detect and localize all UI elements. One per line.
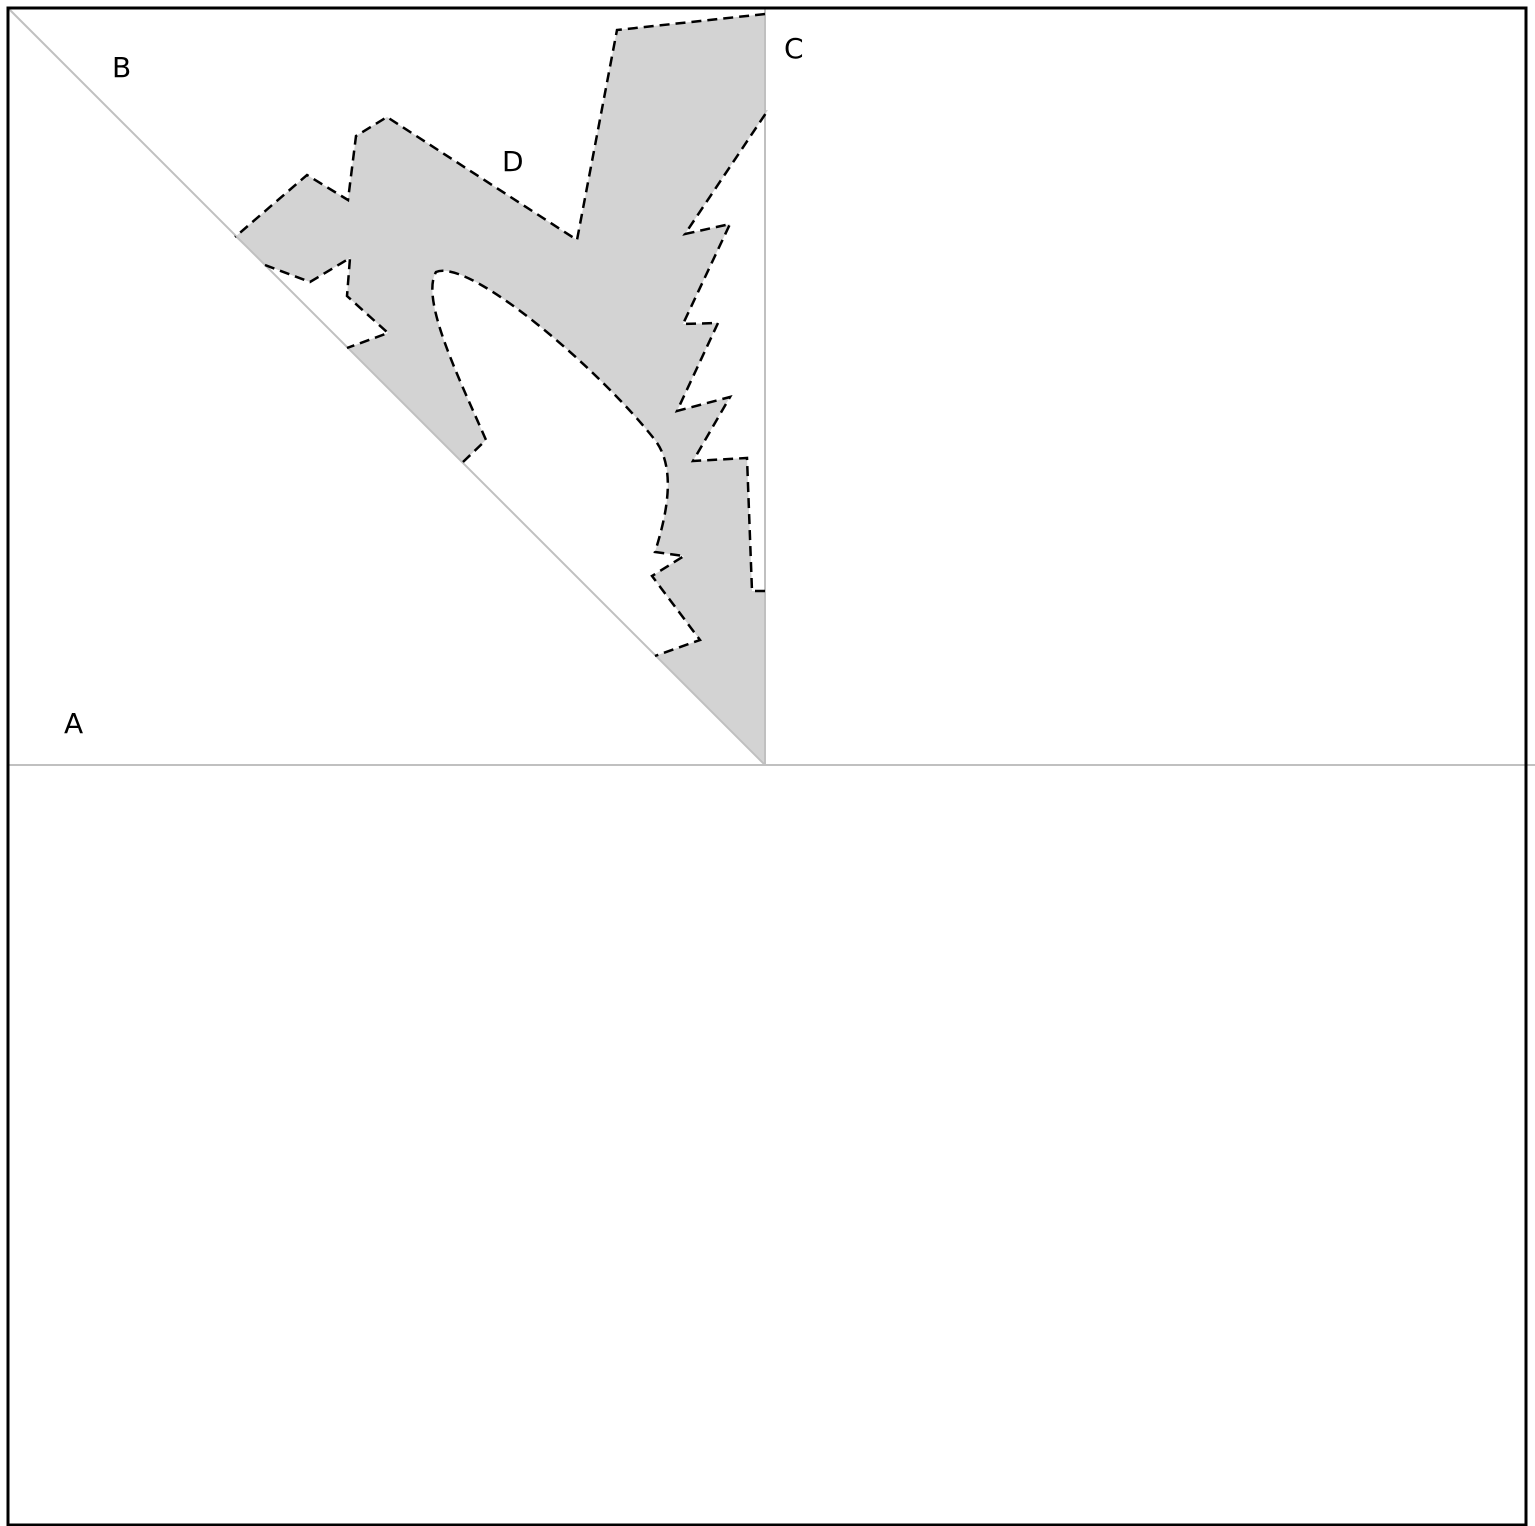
label-point-d: D [502, 145, 524, 178]
label-point-b: B [112, 51, 131, 84]
label-point-a: A [64, 707, 83, 740]
label-point-c: C [784, 32, 804, 65]
